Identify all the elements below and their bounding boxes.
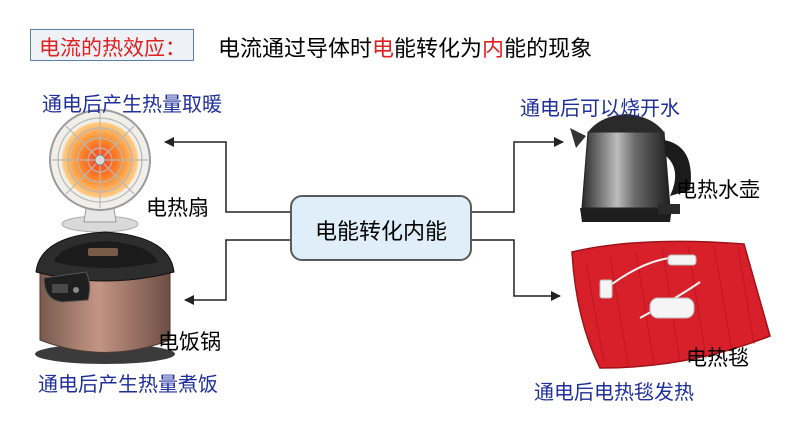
- definition-part-3: 能的现象: [504, 37, 593, 62]
- rice-cooker-caption: 通电后产生热量煮饭: [38, 372, 218, 396]
- arrow-to-blanket: [472, 239, 561, 301]
- definition-highlight-internal: 内: [482, 37, 505, 62]
- kettle-caption: 通电后可以烧开水: [520, 96, 680, 120]
- term-text: 电流的热效应：: [39, 36, 186, 60]
- heater-caption: 通电后产生热量取暖: [42, 92, 222, 116]
- kettle-label: 电热水壶: [676, 178, 760, 202]
- blanket-caption: 通电后电热毯发热: [534, 380, 694, 404]
- arrow-to-kettle: [472, 137, 564, 213]
- rice-cooker-label: 电饭锅: [158, 330, 221, 354]
- rice-cooker-picture: [35, 231, 175, 364]
- blanket-picture: [571, 240, 771, 369]
- kettle-picture: [570, 114, 691, 222]
- definition-part-1: 电流通过导体时: [218, 37, 373, 62]
- definition-highlight-electric: 电: [372, 37, 395, 62]
- definition-part-2: 能转化为: [394, 37, 483, 62]
- center-concept-label: 电能转化内能: [314, 220, 447, 245]
- arrow-to-heater: [164, 137, 290, 213]
- center-concept-box: 电能转化内能: [290, 195, 472, 261]
- blanket-label: 电热毯: [686, 346, 749, 370]
- heater-label: 电热扇: [146, 196, 209, 220]
- definition-text: 电流通过导体时电能转化为内能的现象: [218, 31, 592, 63]
- term-box: 电流的热效应：: [30, 29, 194, 61]
- heater-picture: [49, 109, 151, 233]
- arrow-to-rice-cooker: [184, 239, 290, 305]
